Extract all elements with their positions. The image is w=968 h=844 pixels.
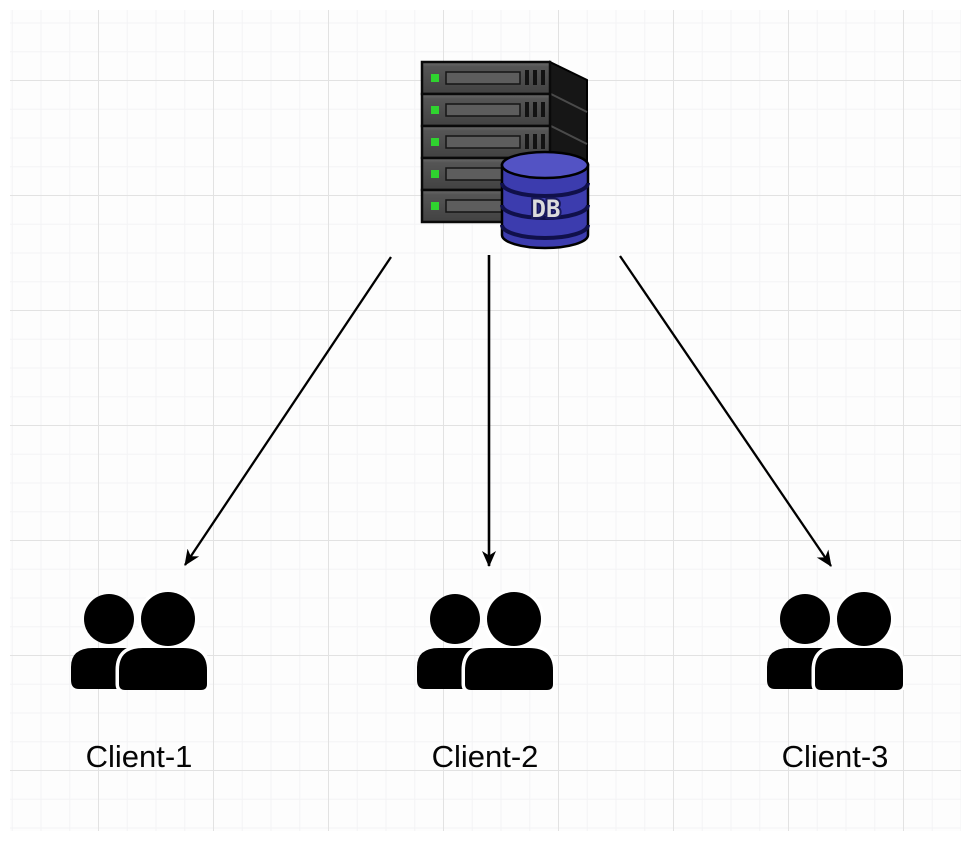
client-3-node: Client-3 <box>765 592 905 774</box>
led-indicator <box>431 138 439 146</box>
client-2-node: Client-2 <box>415 592 555 774</box>
server-rack-icon: DB <box>420 60 590 250</box>
db-label: DB <box>532 195 561 223</box>
led-indicator <box>431 106 439 114</box>
led-indicator <box>431 74 439 82</box>
client-3-label: Client-3 <box>781 739 889 774</box>
users-icon <box>69 592 209 690</box>
client-1-node: Client-1 <box>69 592 209 774</box>
led-indicator <box>431 202 439 210</box>
users-icon <box>765 592 905 690</box>
users-icon <box>415 592 555 690</box>
led-indicator <box>431 170 439 178</box>
database-cylinder-icon: DB <box>500 150 590 250</box>
server-node: DB <box>420 55 592 251</box>
arrow-server-to-client-3 <box>619 255 832 567</box>
client-2-label: Client-2 <box>431 739 539 774</box>
arrow-server-to-client-1 <box>184 256 392 566</box>
client-1-label: Client-1 <box>85 739 193 774</box>
